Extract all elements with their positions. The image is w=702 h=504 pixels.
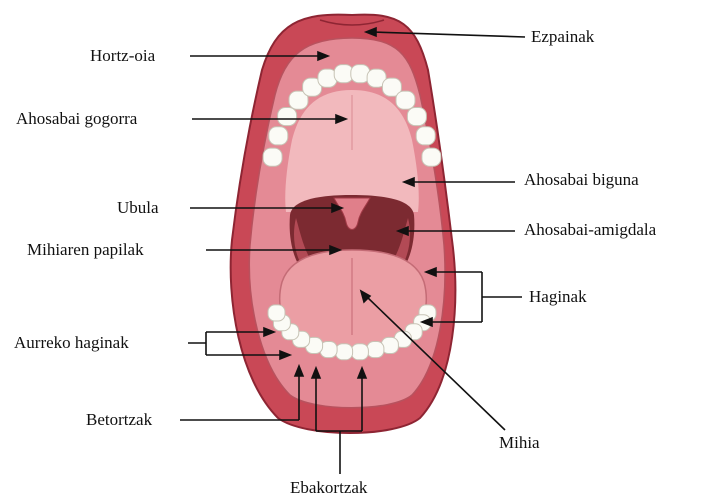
upper-tooth [269,127,288,145]
label-ahosabai-amigdala: Ahosabai-amigdala [524,220,656,240]
label-mihiaren-papilak: Mihiaren papilak [27,240,144,260]
lower-tooth [367,342,384,358]
upper-tooth [278,108,297,126]
label-betortzak: Betortzak [86,410,152,430]
upper-tooth [263,148,282,166]
upper-tooth [396,91,415,109]
label-ahosabai-biguna: Ahosabai biguna [524,170,639,190]
lower-tooth [351,344,368,360]
label-haginak: Haginak [529,287,587,307]
label-hortz-oia: Hortz-oia [90,46,155,66]
upper-tooth [407,108,426,126]
lower-tooth [268,305,285,321]
upper-tooth [422,148,441,166]
label-ebakortzak: Ebakortzak [290,478,367,498]
label-ubula: Ubula [117,198,159,218]
upper-tooth [416,127,435,145]
label-ahosabai-gogorra: Ahosabai gogorra [16,109,137,129]
lower-tooth [336,344,353,360]
label-ezpainak: Ezpainak [531,27,594,47]
label-aurreko-haginak: Aurreko haginak [14,333,129,353]
label-mihia: Mihia [499,433,540,453]
